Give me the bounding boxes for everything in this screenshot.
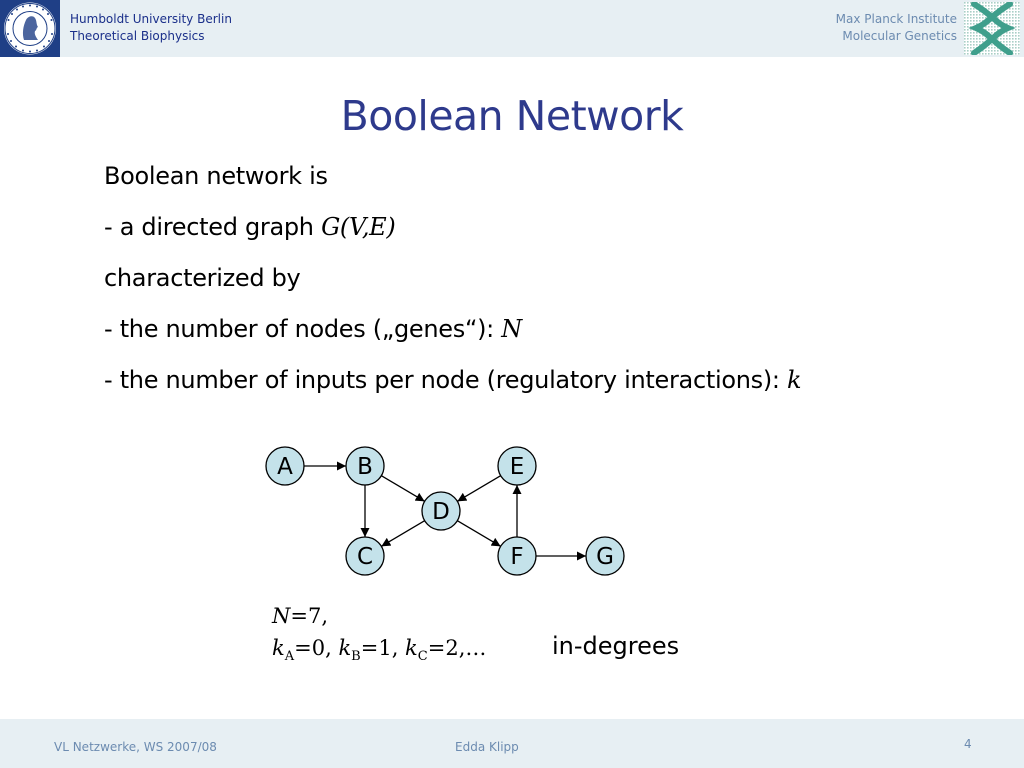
formula-k-b-symbol: k	[338, 636, 352, 660]
nodes-symbol: N	[501, 315, 522, 343]
node-e-circle	[497, 446, 537, 486]
node-a-circle	[265, 446, 305, 486]
node-f: F	[497, 536, 537, 576]
humboldt-university-label: Humboldt University Berlin	[70, 12, 232, 26]
formula-k-a-sub: A	[284, 649, 295, 665]
body-line-1-text: Boolean network is	[104, 162, 328, 190]
node-e: E	[497, 446, 537, 486]
graph-notation: G(V,E)	[321, 213, 396, 241]
slide-header: Humboldt University Berlin Theoretical B…	[0, 0, 1024, 57]
in-degrees-label: in-degrees	[552, 632, 680, 660]
node-b: B	[345, 446, 385, 486]
formula-k-b-sub: B	[351, 649, 361, 665]
formula-k-c-sub: C	[417, 649, 428, 665]
degree-formula: N=7, kA=0, kB=1, kC=2,…	[272, 600, 486, 673]
formula-line-2: kA=0, kB=1, kC=2,…	[272, 632, 486, 673]
node-g-label: G	[596, 544, 614, 570]
formula-k-a-value: =0,	[294, 636, 339, 660]
node-d-label: D	[432, 499, 450, 525]
footer-page-number: 4	[964, 737, 972, 751]
humboldt-seal-logo	[0, 0, 60, 57]
node-b-label: B	[357, 454, 373, 480]
body-line-1: Boolean network is	[104, 158, 801, 209]
node-c-circle	[345, 536, 385, 576]
node-g: G	[585, 536, 625, 576]
mpi-dna-logo	[964, 1, 1020, 56]
slide-footer: VL Netzwerke, WS 2007/08 Edda Klipp 4	[0, 719, 1024, 768]
body-line-2: - a directed graph G(V,E)	[104, 209, 801, 260]
footer-course: VL Netzwerke, WS 2007/08	[54, 740, 217, 754]
body-line-3-text: characterized by	[104, 264, 301, 292]
formula-k-c-value: =2,…	[427, 636, 487, 660]
node-c-label: C	[357, 544, 373, 570]
body-line-5-text: - the number of inputs per node (regulat…	[104, 366, 788, 394]
node-d: D	[421, 491, 461, 531]
edge-d-to-f	[457, 520, 501, 547]
node-d-circle	[421, 491, 461, 531]
node-c: C	[345, 536, 385, 576]
body-line-2-text: - a directed graph	[104, 213, 322, 241]
body-line-5: - the number of inputs per node (regulat…	[104, 362, 802, 413]
node-e-label: E	[510, 454, 525, 480]
body-line-4: - the number of nodes („genes“): N	[104, 311, 801, 362]
mpi-affiliation: Max Planck Institute Molecular Genetics	[836, 11, 957, 45]
node-g-circle	[585, 536, 625, 576]
node-f-circle	[497, 536, 537, 576]
edge-e-to-d	[457, 475, 501, 502]
node-a: A	[265, 446, 305, 486]
max-planck-label: Max Planck Institute	[835, 12, 957, 26]
theoretical-biophysics-label: Theoretical Biophysics	[70, 29, 205, 43]
formula-n-symbol: N	[272, 604, 291, 628]
node-f-label: F	[510, 544, 523, 570]
node-b-circle	[345, 446, 385, 486]
slide-body: Boolean network is - a directed graph G(…	[104, 158, 802, 413]
formula-k-b-value: =1,	[360, 636, 406, 660]
formula-k-a-symbol: k	[272, 636, 285, 660]
body-line-4-text: - the number of nodes („genes“):	[104, 315, 502, 343]
molecular-genetics-label: Molecular Genetics	[842, 29, 957, 43]
formula-k-c-symbol: k	[405, 636, 418, 660]
footer-author: Edda Klipp	[455, 740, 519, 754]
formula-line-1: N=7,	[272, 600, 486, 632]
edge-b-to-d	[381, 475, 425, 502]
inputs-symbol: k	[787, 366, 802, 394]
formula-n-value: =7,	[290, 604, 329, 628]
edge-d-to-c	[381, 520, 425, 547]
humboldt-affiliation: Humboldt University Berlin Theoretical B…	[70, 11, 232, 45]
node-a-label: A	[277, 454, 293, 480]
body-line-3: characterized by	[104, 260, 801, 311]
slide-title: Boolean Network	[340, 92, 684, 140]
